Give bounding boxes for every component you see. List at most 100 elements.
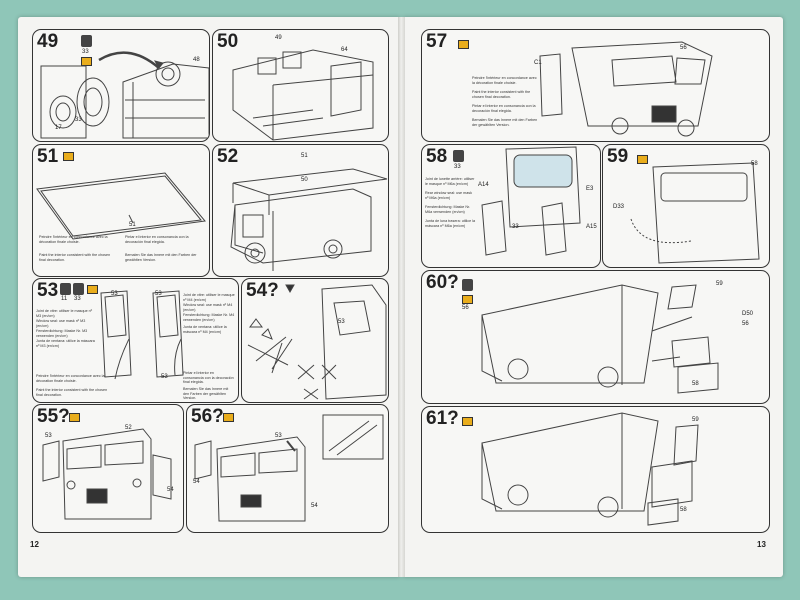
- part-label: 51: [301, 153, 308, 159]
- paint-brush-icon: [223, 413, 234, 422]
- door-window-diagram: [100, 290, 184, 380]
- instruction-es: Pintar el interior en consonancia con la…: [472, 104, 536, 113]
- step-54-panel: 54? 53: [241, 278, 389, 403]
- part-label: E3: [586, 186, 594, 192]
- front-cab-diagram: [42, 428, 172, 520]
- part-label: 50: [301, 177, 308, 183]
- instruction-en: Paint the interior consistent with the c…: [39, 253, 111, 262]
- part-label: 33: [75, 117, 82, 123]
- paint-brush-icon: [69, 413, 80, 422]
- step-53-panel: 53 11 33 53 53 53 Joint de vitre: utilis…: [32, 278, 239, 403]
- step-number: 61?: [426, 408, 459, 429]
- step-number: 57: [426, 31, 448, 52]
- doors-fitting-diagram: [194, 414, 384, 522]
- rear-door-glass-diagram: [630, 162, 760, 264]
- paint-brush-icon: [87, 285, 98, 294]
- instruction-en: Paint the interior consistent with the c…: [472, 90, 531, 99]
- van-roof-assembly-diagram: [230, 168, 388, 271]
- paint-brush-icon: [458, 40, 469, 49]
- step-number: 53: [37, 280, 59, 301]
- part-label: 53: [111, 291, 118, 297]
- instruction-de: Bemalen Sie das Innere mit den Farben de…: [125, 253, 197, 262]
- paint-code: 33: [82, 49, 89, 55]
- paint-code: 56: [462, 305, 469, 311]
- part-label: 53: [338, 319, 345, 325]
- paint-code: 11: [61, 296, 68, 302]
- part-label: 58: [751, 161, 758, 167]
- part-label: 58: [692, 381, 699, 387]
- step-number: 52: [217, 146, 239, 167]
- step-50-panel: 50 49 64: [212, 29, 389, 142]
- part-label: 48: [193, 57, 200, 63]
- paint-tin-icon: [73, 283, 84, 295]
- page-number-left: 12: [30, 540, 39, 549]
- part-label: 56: [742, 321, 749, 327]
- rear-door-diagram: [539, 41, 713, 137]
- paint-brush-icon: [63, 152, 74, 161]
- roof-panel-diagram: [36, 172, 206, 240]
- part-label: 54: [167, 487, 174, 493]
- instruction-es: Pintar el interior en consonancia con la…: [125, 235, 189, 244]
- part-label: 59: [692, 417, 699, 423]
- step-number: 50: [217, 31, 239, 52]
- instruction-fr: Peindre l'intérieur en concordance avec …: [39, 235, 108, 244]
- part-label: 49: [275, 35, 282, 41]
- part-label: 53: [275, 433, 282, 439]
- paint-tin-icon: [60, 283, 71, 295]
- instruction-fr: Peindre l'intérieur en concordance avec …: [472, 76, 537, 85]
- part-label: 56: [680, 45, 687, 51]
- step-61-panel: 61? 59 58: [421, 406, 770, 533]
- step-57-panel: 57 C1 56 Peindre l'intérieur en concorda…: [421, 29, 770, 142]
- instruction-en: Paint the interior consistent with the c…: [36, 388, 108, 397]
- step-49-panel: 49 33 17 33 48: [32, 29, 210, 142]
- part-label: D50: [742, 311, 754, 317]
- part-label: 17: [55, 125, 62, 131]
- page-number-right: 13: [757, 540, 766, 549]
- spare-wheel-diagram: [40, 51, 209, 139]
- part-label: 54: [311, 503, 318, 509]
- part-label: 53: [161, 374, 168, 380]
- instruction-de: Bemalen Sie das Innere mit den Farben de…: [183, 387, 229, 401]
- step-number: 49: [37, 31, 59, 52]
- step-52-panel: 52 51 50: [212, 144, 389, 277]
- step-number: 51: [37, 146, 59, 167]
- door-fitting-diagram: [247, 284, 387, 400]
- part-label: 52: [125, 425, 132, 431]
- part-label: 33: [512, 224, 519, 230]
- paint-brush-icon: [637, 155, 648, 164]
- instruction-de: Bemalen Sie das Innere mit den Farben de…: [472, 118, 538, 127]
- step-59-panel: 59 58 D33: [602, 144, 770, 268]
- book-spine: [398, 17, 405, 577]
- step-60-panel: 60? 56 59 D50 56 58: [421, 270, 770, 404]
- part-label: D33: [613, 204, 625, 210]
- step-58-panel: 58 33 A14 E3 A15 33 Joint de lunette arr…: [421, 144, 601, 268]
- instruction-fr: Peindre l'intérieur en concordance avec …: [36, 374, 105, 383]
- paint-brush-icon: [462, 417, 473, 426]
- part-label: 53: [155, 291, 162, 297]
- step-number: 54?: [246, 280, 279, 301]
- step-number: 60?: [426, 272, 459, 293]
- step-number: 58: [426, 146, 448, 167]
- paint-code: 33: [74, 296, 81, 302]
- step-55-panel: 55? 53 52 54: [32, 404, 184, 533]
- paint-tin-icon: [462, 279, 473, 291]
- part-label: A14: [478, 182, 489, 188]
- part-label: C1: [534, 60, 542, 66]
- van-interior-diagram: [232, 49, 374, 141]
- part-label: 59: [716, 281, 723, 287]
- step-number: 59: [607, 146, 629, 167]
- paint-tin-icon: [453, 150, 464, 162]
- van-complete-diagram: [481, 412, 699, 526]
- paint-tin-icon: [81, 35, 92, 47]
- part-label: 64: [341, 47, 348, 53]
- paint-code: 33: [454, 164, 461, 170]
- instruction-es: Pintar el interior en consonancia con la…: [183, 371, 234, 385]
- part-label: A15: [586, 224, 597, 230]
- part-label: 54: [193, 479, 200, 485]
- step-number: 56?: [191, 406, 224, 427]
- part-label: 58: [680, 507, 687, 513]
- step-number: 55?: [37, 406, 70, 427]
- step-56-panel: 56? 53 54 54: [186, 404, 389, 533]
- van-rear-assembly-diagram: [481, 284, 719, 394]
- rear-window-diagram: [481, 146, 581, 256]
